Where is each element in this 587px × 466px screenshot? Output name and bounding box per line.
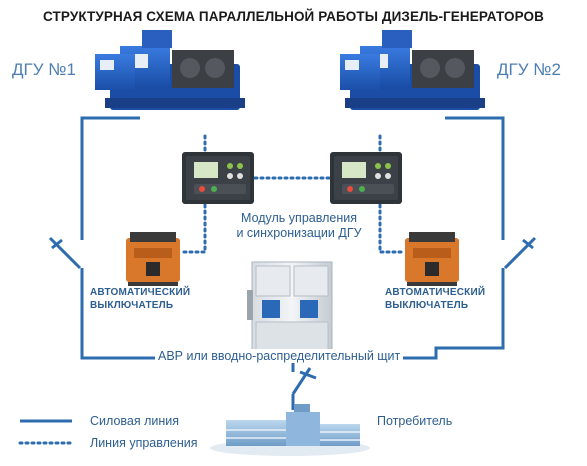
breaker-right-image xyxy=(405,232,459,286)
breaker-left-image xyxy=(126,232,180,286)
generator-1-label: ДГУ №1 xyxy=(12,60,76,79)
controller-1-image xyxy=(182,152,254,204)
generator-1-image xyxy=(95,30,245,110)
power-line-right-upper xyxy=(445,116,505,240)
controller-label-line-2: и синхронизации ДГУ xyxy=(236,226,362,240)
legend-power-line-label: Силовая линия xyxy=(90,414,180,428)
diagram-title: СТРУКТУРНАЯ СХЕМА ПАРАЛЛЕЛЬНОЙ РАБОТЫ ДИ… xyxy=(43,9,544,24)
generator-2-label: ДГУ №2 xyxy=(497,60,561,79)
power-line-left-lower xyxy=(80,268,175,360)
breaker-right-label-line-1: АВТОМАТИЧЕСКИЙ xyxy=(385,287,486,298)
power-line-left-upper xyxy=(80,116,140,240)
breaker-left-label: АВТОМАТИЧЕСКИЙ ВЫКЛЮЧАТЕЛЬ xyxy=(90,287,190,312)
breaker-right-label: АВТОМАТИЧЕСКИЙ ВЫКЛЮЧАТЕЛЬ xyxy=(385,287,485,312)
switch-left xyxy=(48,236,82,270)
controller-label-line-1: Модуль управления xyxy=(241,211,357,225)
controller-2-image xyxy=(330,152,402,204)
switch-consumer xyxy=(291,367,317,395)
switchboard-image xyxy=(247,261,333,359)
control-line-breaker-right xyxy=(378,203,407,254)
consumer-building-image xyxy=(210,404,370,456)
control-lines xyxy=(178,134,407,254)
legend-control-line-label: Линия управления xyxy=(90,436,198,450)
generator-2-image xyxy=(340,30,485,110)
breaker-right-label-line-2: ВЫКЛЮЧАТЕЛЬ xyxy=(385,299,469,311)
breaker-left-label-line-1: АВТОМАТИЧЕСКИЙ xyxy=(90,287,191,298)
breaker-left-label-line-2: ВЫКЛЮЧАТЕЛЬ xyxy=(90,299,174,311)
controller-label: Модуль управления и синхронизации ДГУ xyxy=(224,211,374,241)
power-line-right-lower xyxy=(410,268,505,360)
switchboard-label: АВР или вводно-распределительный щит xyxy=(155,349,404,363)
consumer-label: Потребитель xyxy=(377,414,453,428)
switch-right xyxy=(503,236,537,270)
control-line-breaker-left xyxy=(178,203,207,254)
